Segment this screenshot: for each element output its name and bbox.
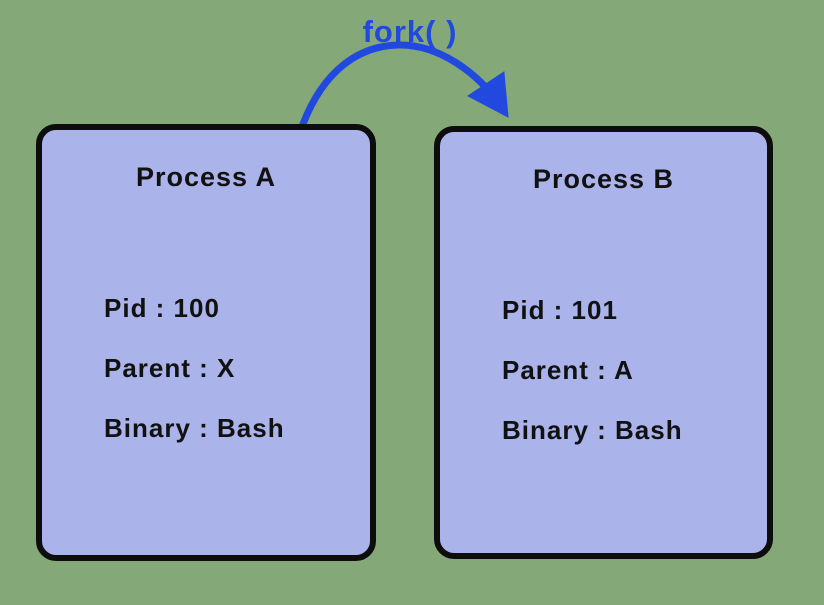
- process-a-title: Process A: [135, 162, 277, 192]
- process-a-pid: Pid : 100: [104, 293, 220, 323]
- process-b-title: Process B: [532, 164, 675, 194]
- process-a-box: Process A Pid : 100 Parent : X Binary : …: [36, 124, 376, 561]
- process-b-details: Pid : 101 Parent : A Binary : Bash: [502, 280, 757, 460]
- process-b-box: Process B Pid : 101 Parent : A Binary : …: [434, 126, 773, 559]
- process-a-details: Pid : 100 Parent : X Binary : Bash: [104, 278, 360, 458]
- process-a-binary: Binary : Bash: [104, 413, 285, 443]
- process-b-parent: Parent : A: [502, 355, 634, 385]
- fork-call-label: fork( ): [362, 14, 458, 49]
- process-b-binary: Binary : Bash: [502, 415, 683, 445]
- process-a-parent: Parent : X: [104, 353, 236, 383]
- process-b-pid: Pid : 101: [502, 295, 618, 325]
